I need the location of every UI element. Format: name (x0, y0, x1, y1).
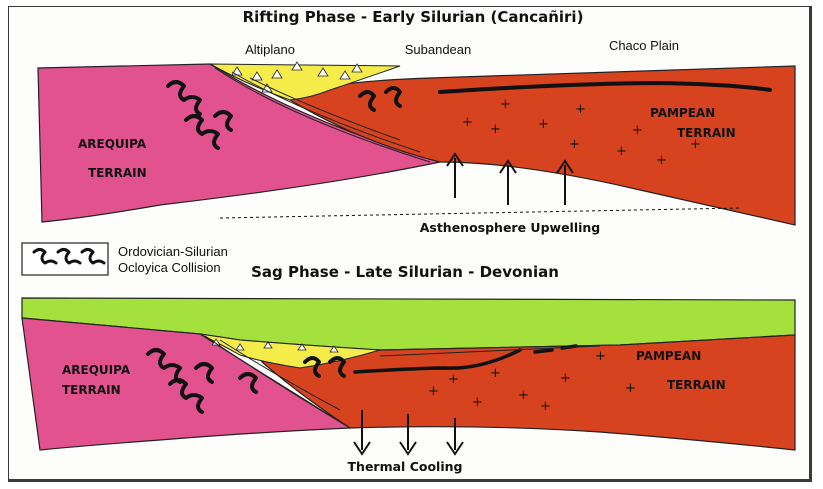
region-chaco-plain-label: Chaco Plain (609, 38, 679, 53)
svg-text:+: + (625, 381, 636, 396)
svg-text:+: + (616, 144, 627, 159)
top-fault-strands (214, 67, 431, 163)
svg-text:+: + (540, 399, 551, 414)
svg-text:+: + (560, 371, 571, 386)
top-collision-squiggles (166, 80, 402, 150)
svg-text:+: + (595, 349, 606, 364)
top-pampean-terrain (288, 65, 796, 226)
svg-text:+: + (462, 115, 473, 130)
svg-text:+: + (656, 153, 667, 168)
bottom-crystalline-plus-marks: + + + + + + + + + (428, 349, 636, 414)
top-upwelling-arrows (446, 152, 574, 205)
top-pampean-label-2: TERRAIN (677, 126, 736, 140)
region-altiplano-label: Altiplano (245, 42, 295, 57)
thermal-cooling-label: Thermal Cooling (348, 459, 463, 474)
bottom-pampean-label-1: PAMPEAN (636, 349, 701, 363)
bottom-cooling-arrows (353, 410, 464, 456)
bottom-arequipa-label-1: AREQUIPA (62, 363, 131, 377)
top-arequipa-label-1: AREQUIPA (78, 137, 147, 151)
svg-text:+: + (448, 372, 459, 387)
top-dashed-line (219, 207, 741, 219)
top-crystalline-plus-marks: + + + + + + + + + + (462, 97, 701, 168)
svg-text:+: + (632, 123, 643, 138)
bottom-arequipa-label-2: TERRAIN (62, 383, 121, 397)
bottom-panel-title: Sag Phase - Late Silurian - Devonian (251, 263, 559, 281)
region-subandean-label: Subandean (405, 42, 472, 57)
bottom-boundary-thin (379, 345, 601, 357)
asthenosphere-upwelling-label: Asthenosphere Upwelling (420, 220, 601, 235)
svg-text:+: + (690, 137, 701, 152)
top-panel-title: Rifting Phase - Early Silurian (Cancañir… (243, 8, 584, 26)
top-pampean-label-1: PAMPEAN (650, 106, 715, 120)
svg-text:+: + (490, 122, 501, 137)
bottom-pampean-label-2: TERRAIN (667, 378, 726, 392)
svg-text:+: + (428, 384, 439, 399)
svg-text:+: + (518, 388, 529, 403)
bottom-fault-strands (204, 335, 346, 426)
legend-label-line1: Ordovician-Silurian (118, 244, 228, 259)
top-boundary-line (438, 80, 772, 94)
top-arequipa-terrain (37, 63, 441, 223)
svg-text:+: + (538, 117, 549, 132)
legend-label-line2: Ocloyica Collision (118, 260, 221, 275)
svg-text:+: + (569, 137, 580, 152)
svg-text:+: + (490, 366, 501, 381)
svg-text:+: + (500, 97, 511, 112)
svg-text:+: + (472, 395, 483, 410)
bottom-collision-squiggles (146, 348, 346, 414)
svg-text:+: + (575, 102, 586, 117)
legend-squiggle-icon (32, 248, 106, 265)
top-arequipa-label-2: TERRAIN (88, 166, 147, 180)
